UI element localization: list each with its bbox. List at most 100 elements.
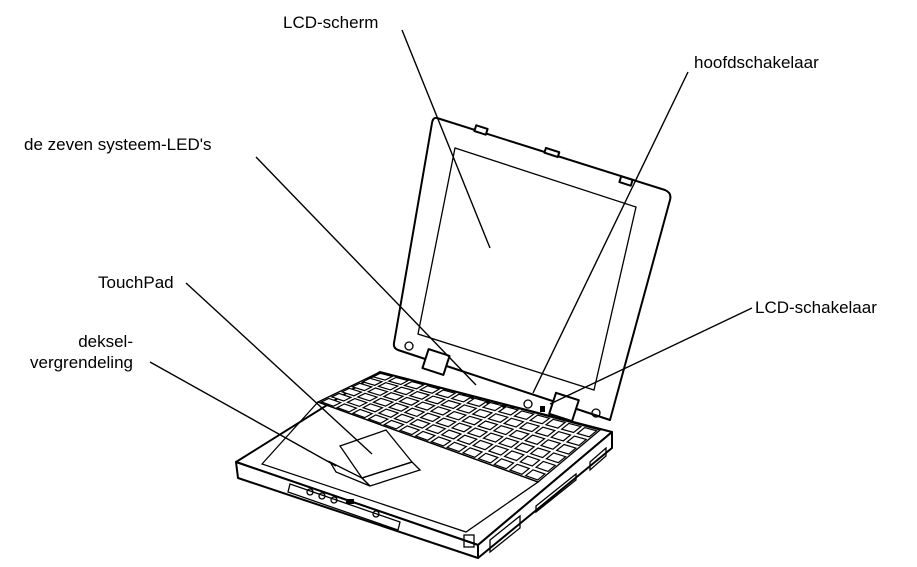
keyboard-key [398, 425, 421, 436]
leader-system-leds [255, 156, 477, 386]
keyboard-key [503, 450, 526, 462]
keyboard-key [408, 390, 431, 400]
label-lid-latch-line2: vergrendeling [29, 353, 133, 372]
keyboard-key [519, 455, 541, 467]
keyboard-key [377, 408, 400, 418]
keyboard-key [445, 410, 468, 421]
keyboard-key [350, 382, 374, 392]
keyboard-key [351, 408, 374, 419]
label-lid-latch-line1: deksel- [78, 332, 133, 351]
keyboard-key [481, 401, 504, 412]
keyboard-key [493, 458, 515, 470]
keyboard-key [402, 380, 426, 390]
keyboard-key [424, 395, 447, 405]
keyboard-key [487, 413, 510, 423]
keyboard-key [371, 372, 394, 381]
leader-lid-latch [149, 361, 337, 467]
keyboard-key [361, 377, 384, 386]
keyboard-key [529, 447, 552, 459]
keyboard-key [367, 414, 390, 424]
keyboard-key [492, 425, 515, 436]
keyboard-key [487, 445, 510, 456]
keyboard-key [465, 397, 489, 407]
keyboard-key [528, 414, 551, 425]
keyboard-key [392, 386, 415, 396]
keyboard-key [461, 415, 483, 426]
keyboard-key [513, 442, 536, 454]
keyboard-key [534, 460, 557, 473]
keyboard-key [476, 420, 499, 431]
label-lcd-screen: LCD-scherm [283, 13, 379, 32]
label-main-switch: hoofdschakelaar [694, 53, 819, 72]
keyboard-key [544, 418, 567, 429]
keyboard-key [545, 452, 567, 464]
keyboard-key [439, 399, 462, 410]
keyboard-key [461, 447, 484, 458]
keyboard-key [340, 387, 363, 397]
keyboard-key [445, 441, 468, 453]
leader-lcd-switch [549, 307, 753, 405]
keyboard-key [450, 393, 473, 403]
label-lcd-switch: LCD-schakelaar [755, 298, 877, 317]
keyboard-key [565, 435, 588, 447]
keyboard-key [471, 439, 494, 451]
keyboard-key [435, 417, 457, 428]
keyboard-key [434, 389, 457, 399]
keyboard-key [555, 443, 578, 455]
keyboard-key [419, 412, 442, 423]
leader-touchpad [185, 282, 373, 455]
keyboard-key [393, 413, 416, 424]
leader-lines [149, 29, 753, 467]
keyboard-key [471, 408, 494, 419]
label-touchpad: TouchPad [98, 273, 174, 292]
keyboard-key [330, 392, 353, 402]
keyboard-key [418, 385, 441, 394]
keyboard-key [413, 401, 436, 411]
keyboard-key [429, 406, 452, 416]
keyboard-key [482, 432, 505, 443]
keyboard-key [456, 434, 479, 445]
keyboard-key [319, 397, 343, 407]
keyboard-key [524, 469, 547, 481]
keyboard-key [450, 422, 473, 433]
lcd-lid [392, 116, 672, 421]
keyboard-key [440, 429, 463, 440]
keyboard-key [534, 426, 557, 437]
keyboard-key [576, 426, 598, 438]
keyboard-key [387, 376, 410, 386]
keyboard-keys [319, 372, 598, 481]
keyboard-key [371, 397, 395, 407]
keyboard-key [518, 422, 541, 433]
keyboard-key [345, 397, 369, 408]
keyboard-key [497, 406, 520, 416]
keyboard-key [382, 419, 405, 430]
keyboard-key [508, 463, 531, 475]
keyboard-key [366, 387, 389, 397]
keyboard-key [382, 392, 405, 401]
leader-lcd-screen [401, 29, 491, 249]
keyboard-key [356, 392, 379, 402]
keyboard-key [430, 436, 452, 447]
keyboard-key [414, 430, 437, 441]
keyboard-key [376, 382, 400, 391]
keyboard-key [403, 407, 426, 418]
keyboard-key [424, 424, 447, 435]
keyboard-key [477, 452, 500, 464]
keyboard-key [502, 417, 525, 428]
keyboard-key [513, 410, 536, 421]
keyboard-key [524, 434, 546, 445]
keyboard-key [387, 402, 410, 412]
keyboard-key [550, 430, 572, 442]
keyboard-key [408, 418, 431, 429]
keyboard-key [508, 429, 531, 441]
leader-main-switch [532, 71, 689, 394]
keyboard-key [466, 427, 489, 438]
keyboard-key [398, 396, 421, 406]
keyboard-key [361, 403, 384, 413]
label-system-leds: de zeven systeem-LED's [24, 135, 212, 154]
keyboard-key [560, 422, 583, 434]
keyboard-key [497, 437, 520, 448]
keyboard-key [539, 439, 562, 450]
keyboard-key [335, 403, 358, 413]
